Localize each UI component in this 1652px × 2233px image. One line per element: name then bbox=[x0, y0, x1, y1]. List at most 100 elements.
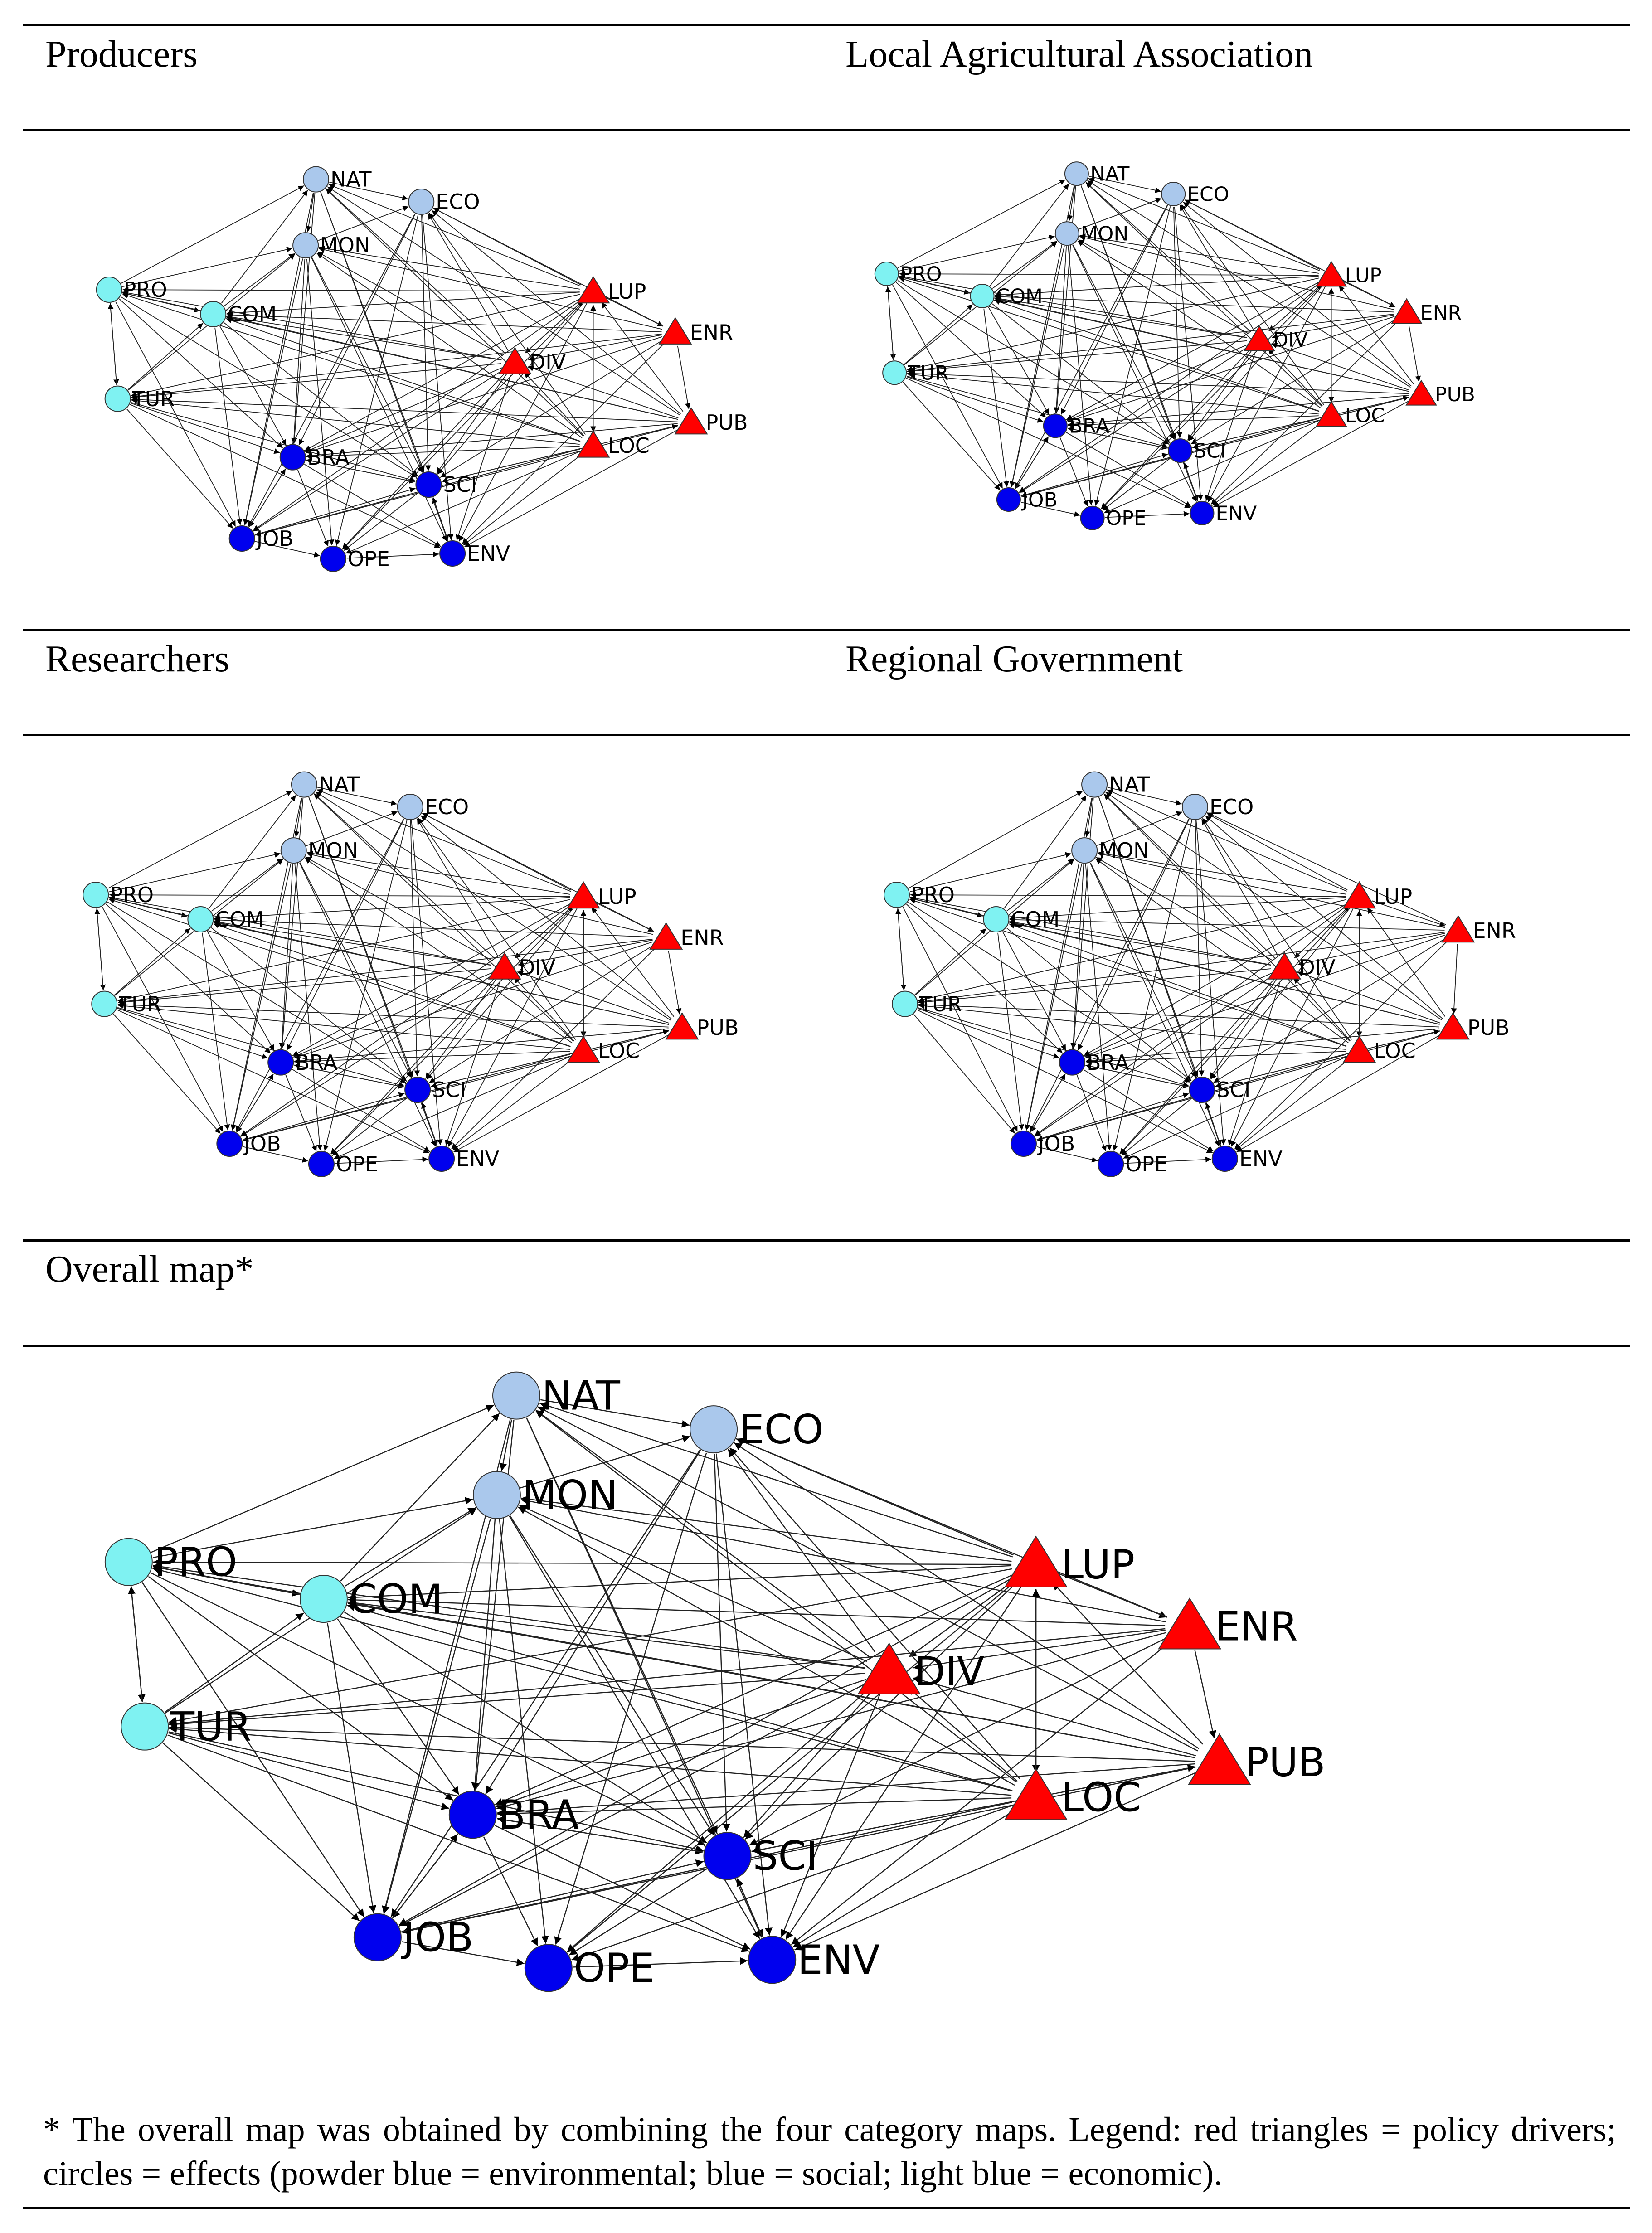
edge-BRA-ENV bbox=[304, 464, 441, 547]
node-label-div: DIV bbox=[1299, 955, 1336, 980]
node-label-eco: ECO bbox=[1210, 795, 1254, 819]
node-mon bbox=[280, 837, 307, 864]
node-div bbox=[1268, 952, 1302, 980]
edge-DIV-PRO bbox=[109, 895, 491, 966]
edge-LOC-SCI bbox=[1192, 417, 1319, 449]
edge-ECO-SCI bbox=[714, 1454, 730, 1832]
node-job bbox=[228, 525, 255, 552]
edge-ENR-DIV bbox=[528, 334, 662, 362]
edge-PUB-JOB bbox=[243, 1030, 669, 1142]
edge-ENR-MON bbox=[520, 1497, 1166, 1622]
node-mon bbox=[1071, 837, 1098, 864]
node-label-pro: PRO bbox=[154, 1539, 237, 1586]
node-label-bra: BRA bbox=[307, 445, 350, 470]
edge-LOC-PRO bbox=[909, 898, 1347, 1047]
edge-MON-SCI bbox=[299, 862, 412, 1078]
edges bbox=[107, 182, 691, 559]
edge-TUR-COM bbox=[164, 1612, 304, 1713]
heading-producers: Producers bbox=[45, 33, 198, 75]
node-ope bbox=[1080, 505, 1105, 530]
node-pro bbox=[96, 277, 122, 303]
edge-PRO-SCI bbox=[107, 901, 406, 1083]
edge-ENR-BRA bbox=[496, 1632, 1166, 1811]
edge-PRO-SCI bbox=[908, 902, 1191, 1083]
edge-ENR-ECO bbox=[433, 207, 664, 327]
edge-OPE-ENV bbox=[1124, 1156, 1211, 1164]
edge-LUP-PRO bbox=[153, 1558, 1012, 1566]
edge-DIV-PRO bbox=[910, 895, 1271, 966]
edge-ENR-DIV bbox=[913, 1629, 1166, 1671]
edge-ENR-DIV bbox=[1272, 314, 1394, 340]
edge-LUP-OPE bbox=[1119, 906, 1351, 1155]
edge-PRO-BRA bbox=[148, 1576, 454, 1801]
node-loc bbox=[566, 1035, 600, 1063]
edge-ENR-COM bbox=[995, 294, 1394, 313]
edge-ECO-JOB bbox=[1029, 819, 1190, 1132]
edge-OPE-ENV bbox=[573, 1957, 748, 1968]
edge-MON-SCI bbox=[311, 257, 423, 473]
node-sci bbox=[1189, 1077, 1215, 1103]
edge-ENV-SCI bbox=[1205, 1102, 1221, 1146]
node-ope bbox=[320, 545, 346, 572]
edge-SCI-OPE bbox=[1121, 1098, 1192, 1156]
node-label-tur: TUR bbox=[118, 992, 161, 1016]
edge-MON-OPE bbox=[294, 864, 323, 1151]
edge-LOC-DIV bbox=[513, 977, 574, 1041]
edge-PUB-ECO bbox=[1183, 201, 1412, 387]
edge-LUP-JOB bbox=[1034, 904, 1349, 1136]
node-label-mon: MON bbox=[1081, 223, 1129, 246]
edge-LUP-NAT bbox=[316, 789, 571, 892]
node-lup bbox=[1342, 881, 1376, 909]
edge-DIV-LUP bbox=[909, 1578, 1017, 1658]
edge-COM-NAT bbox=[221, 189, 308, 304]
edge-BRA-OPE bbox=[297, 470, 329, 547]
edge-DIV-ENV bbox=[456, 375, 511, 541]
edge-LUP-TUR bbox=[117, 899, 570, 1003]
edge-DIV-ENV bbox=[1205, 351, 1256, 501]
edge-DIV-OPE bbox=[1101, 349, 1251, 509]
node-label-eco: ECO bbox=[436, 189, 480, 214]
node-label-tur: TUR bbox=[132, 387, 175, 411]
edge-DIV-BRA bbox=[1067, 344, 1248, 422]
edge-ECO-OPE bbox=[1112, 820, 1192, 1151]
edge-LOC-PRO bbox=[108, 898, 571, 1047]
edge-DIV-SCI bbox=[436, 373, 508, 474]
node-label-bra: BRA bbox=[498, 1791, 579, 1838]
edge-COM-SCI bbox=[224, 322, 418, 477]
edge-DIV-OPE bbox=[566, 1687, 871, 1952]
edge-ENR-BRA bbox=[1067, 316, 1395, 423]
edge-PUB-BRA bbox=[1085, 1028, 1440, 1064]
node-mon bbox=[292, 232, 319, 259]
node-label-env: ENV bbox=[456, 1146, 499, 1171]
edge-ECO-ENV bbox=[715, 1453, 773, 1936]
edge-COM-JOB bbox=[202, 932, 230, 1131]
node-eco bbox=[690, 1405, 738, 1454]
edge-LUP-TUR bbox=[907, 277, 1319, 372]
edge-DIV-TUR bbox=[169, 1673, 865, 1728]
edge-LOC-ENV bbox=[452, 1058, 573, 1151]
edge-LOC-NAT bbox=[326, 188, 584, 437]
edge-MON-SCI bbox=[509, 1515, 715, 1836]
edge-PUB-COM bbox=[994, 297, 1409, 392]
edge-LOC-NAT bbox=[1103, 794, 1350, 1042]
edge-JOB-SCI bbox=[401, 1859, 704, 1932]
edge-BRA-ENV bbox=[494, 1825, 751, 1950]
edge-ENR-PUB bbox=[1194, 1650, 1216, 1738]
edge-DIV-JOB bbox=[241, 974, 494, 1137]
edge-DIV-PRO bbox=[122, 290, 502, 360]
edge-SCI-OPE bbox=[1102, 458, 1171, 511]
edge-TUR-PRO bbox=[107, 303, 117, 385]
row2-header-rule bbox=[23, 734, 1630, 736]
node-div bbox=[498, 347, 532, 374]
edge-JOB-SCI bbox=[1036, 1092, 1189, 1141]
edge-DIV-PRO bbox=[899, 274, 1247, 338]
node-label-lup: LUP bbox=[608, 279, 646, 304]
node-enr bbox=[658, 317, 692, 345]
edge-ECO-OPE bbox=[1094, 206, 1171, 506]
edge-TUR-JOB bbox=[126, 408, 233, 529]
edge-LUP-OPE bbox=[342, 301, 584, 549]
edge-ECO-OPE bbox=[323, 820, 408, 1151]
edge-PUB-JOB bbox=[255, 425, 678, 537]
edge-LOC-NAT bbox=[1085, 182, 1322, 407]
